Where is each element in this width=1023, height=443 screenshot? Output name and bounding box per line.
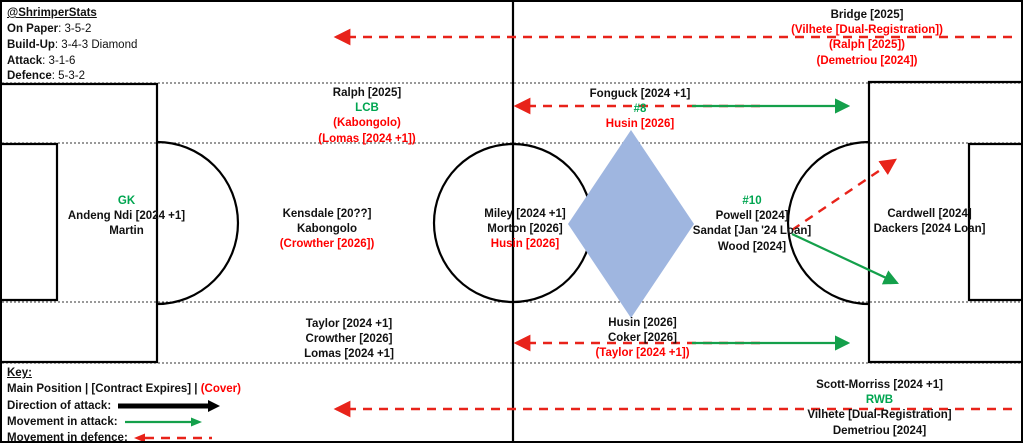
position-code: RWB (865, 394, 894, 407)
player-name: Bridge [2025] (830, 9, 904, 21)
player-name: Taylor [2024 +1] (305, 318, 393, 330)
direction-of-attack-arrow-icon (118, 399, 221, 412)
player-name: Demetriou [2024] (832, 424, 927, 437)
cover-player: (Lomas [2024 +1]) (318, 132, 416, 145)
legend-cover: (Cover) (200, 383, 241, 396)
player-name: Morton [2026] (487, 223, 563, 236)
player-name: Vilhete [Dual-Registration] (807, 409, 952, 422)
player-name: Kabongolo (296, 223, 358, 236)
meta-row-key: Attack (7, 54, 43, 67)
cover-player: (Kabongolo) (333, 117, 401, 130)
movement-in-attack-arrow-icon (124, 417, 202, 427)
meta-row-value: 3-4-3 Diamond (61, 38, 138, 51)
cover-player: (Vilhete [Dual-Registration]) (791, 24, 943, 37)
player-name: Crowther [2026] (305, 333, 393, 346)
legend-key: Key: Main Position | [Contract Expires] … (7, 365, 241, 443)
right-penalty-area (786, 80, 1021, 364)
lwb-label: Bridge [2025] (Vilhete [Dual-Registratio… (717, 8, 1017, 69)
attack-movement-arrows (692, 98, 899, 351)
player-name: Miley [2024 +1] (484, 208, 566, 220)
legend-defence-row: Movement in defence: (7, 430, 241, 443)
cover-player: Husin [2026] (605, 118, 675, 131)
cover-player: (Ralph [2025]) (828, 39, 906, 52)
position-code: LCB (355, 102, 379, 115)
legend-contract-expires: [Contract Expires] (91, 383, 192, 396)
cm8-label: Fonguck [2024 +1] #8 Husin [2026] (550, 87, 730, 133)
legend-main-position: Main Position (7, 383, 82, 396)
player-name: Dackers [2024 Loan] (873, 223, 986, 236)
meta-row: Defence: 5-3-2 (7, 70, 85, 83)
player-name: Cardwell [2024] (887, 208, 972, 220)
metadata-block: @ShrimperStats On Paper: 3-5-2 Build-Up:… (7, 6, 137, 85)
legend-direction-label: Direction of attack: (7, 399, 112, 412)
player-name: Husin [2026] (608, 317, 677, 329)
movement-in-defence-arrow-icon (133, 433, 212, 441)
legend-attack-row: Movement in attack: (7, 414, 241, 430)
legend-attack-label: Movement in attack: (7, 415, 118, 428)
lcb-label: Ralph [2025] LCB (Kabongolo) (Lomas [202… (247, 86, 487, 147)
rcb-label: Taylor [2024 +1] Crowther [2026] Lomas [… (239, 317, 459, 363)
striker-label: Cardwell [2024] Dackers [2024 Loan] (837, 207, 1021, 237)
player-name: Martin (109, 225, 144, 238)
player-name: Fonguck [2024 +1] (589, 88, 691, 100)
position-code: #10 (742, 195, 762, 207)
legend-separator: | (194, 383, 198, 396)
cm-label: Miley [2024 +1] Morton [2026] Husin [202… (440, 207, 610, 253)
cam10-label: #10 Powell [2024] Sandat [Jan '24 Loan] … (657, 194, 847, 255)
meta-row-value: 5-3-2 (58, 70, 85, 83)
meta-row-value: 3-5-2 (64, 22, 92, 35)
player-name: Wood [2024] (717, 240, 787, 253)
cb-label: Kensdale [20??] Kabongolo (Crowther [202… (217, 207, 437, 253)
meta-row: Build-Up: 3-4-3 Diamond (7, 38, 138, 51)
player-name: Andeng Ndi [2024 +1] (67, 210, 186, 223)
legend-separator: | (84, 383, 89, 396)
player-name: Powell [2024] (715, 210, 789, 223)
player-name: Kensdale [20??] (282, 208, 372, 220)
position-code: GK (117, 195, 136, 207)
player-name: Lomas [2024 +1] (304, 348, 394, 361)
meta-row-key: Build-Up (7, 38, 55, 51)
legend-format-row: Main Position | [Contract Expires] | (Co… (7, 381, 241, 397)
legend-title: Key: (7, 367, 32, 379)
legend-direction-row: Direction of attack: (7, 398, 241, 414)
player-name: Ralph [2025] (332, 87, 402, 99)
handle-label: @ShrimperStats (7, 7, 97, 19)
dm-label: Husin [2026] Coker [2026] (Taylor [2024 … (550, 316, 735, 362)
meta-row: Attack: 3-1-6 (7, 54, 76, 67)
cover-player: (Taylor [2024 +1]) (595, 347, 690, 360)
legend-defence-label: Movement in defence: (7, 432, 128, 443)
meta-row-value: 3-1-6 (48, 54, 76, 67)
defence-movement-arrow-diagonal (791, 158, 897, 231)
rwb-label: Scott-Morriss [2024 +1] RWB Vilhete [Dua… (742, 378, 1017, 439)
position-code: #8 (633, 103, 647, 116)
cover-player: Husin [2026] (490, 238, 560, 251)
meta-row-key: Defence (7, 70, 52, 83)
left-penalty-area (2, 82, 240, 364)
meta-row: On Paper: 3-5-2 (7, 22, 92, 35)
cover-player: (Crowther [2026]) (279, 238, 375, 251)
gk-label: GK Andeng Ndi [2024 +1] Martin (14, 194, 239, 240)
cover-player: (Demetriou [2024]) (816, 54, 918, 67)
player-name: Sandat [Jan '24 Loan] (692, 225, 812, 238)
meta-row-key: On Paper (7, 22, 59, 35)
player-name: Coker [2026] (607, 332, 678, 345)
build-up-diamond (568, 130, 694, 318)
player-name: Scott-Morriss [2024 +1] (816, 379, 943, 391)
